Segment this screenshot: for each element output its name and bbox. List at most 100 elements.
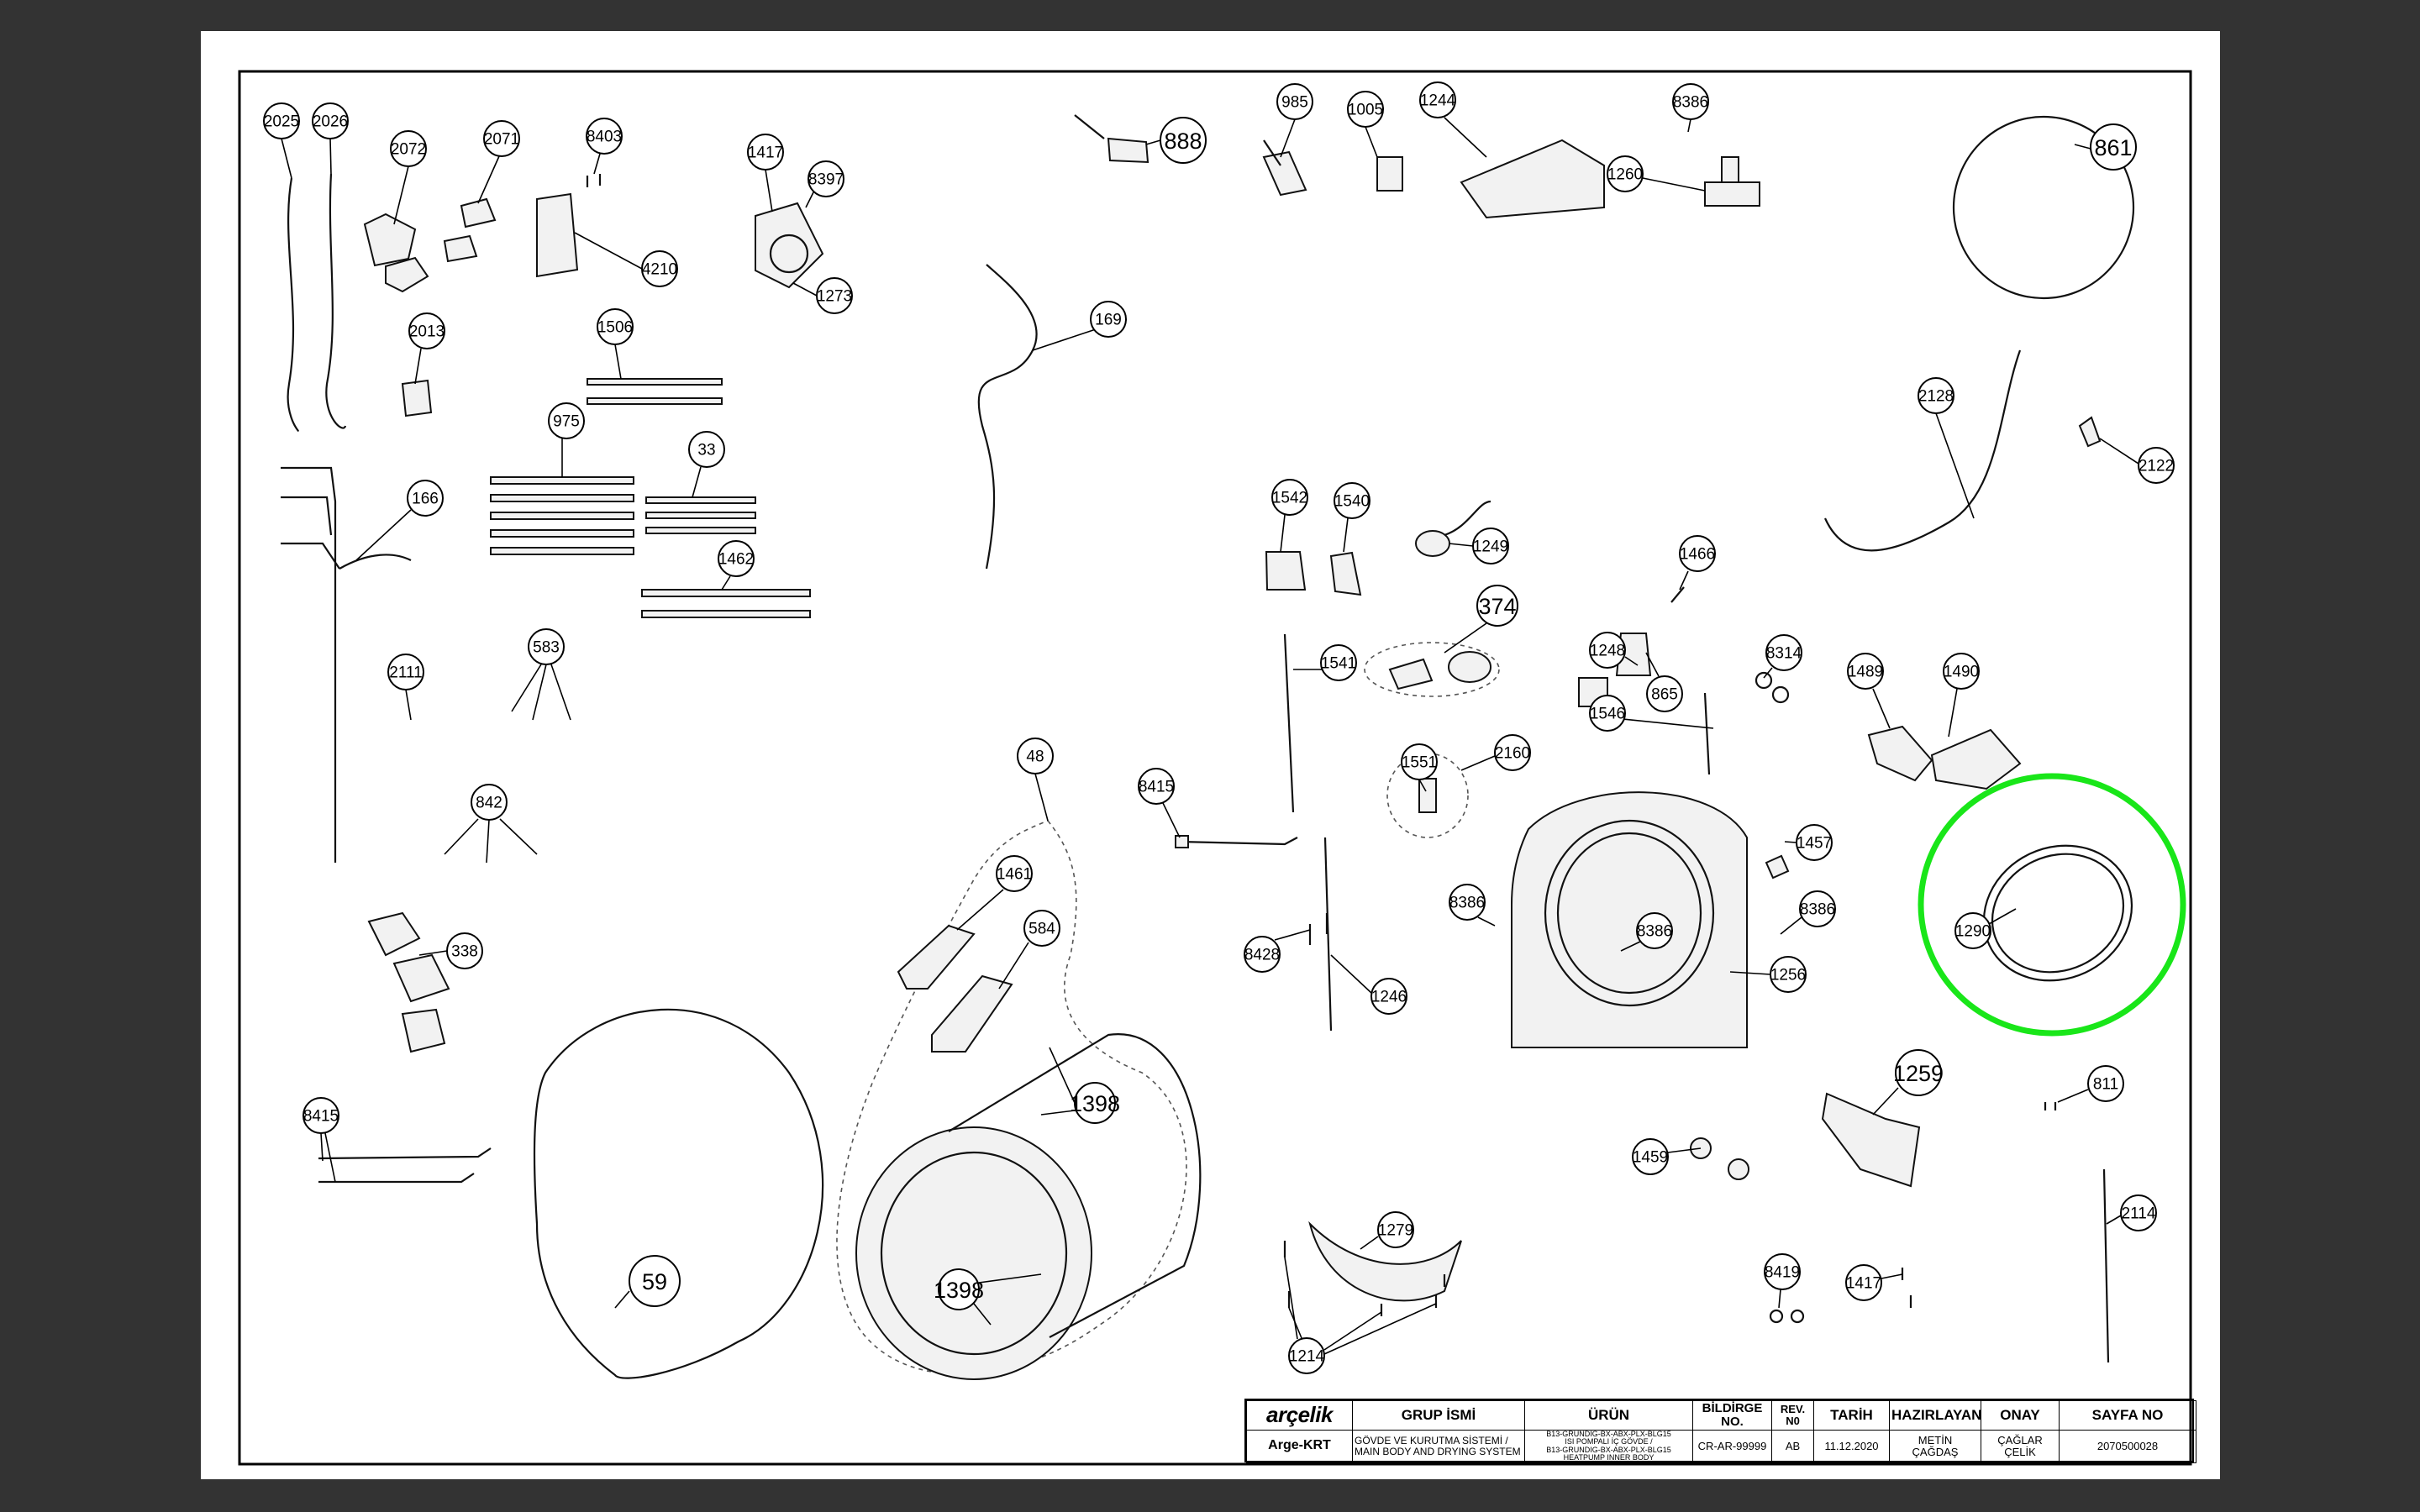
callout-number: 1273 [817,288,852,306]
callout-number: 2025 [264,113,299,131]
callout-number: 8403 [587,129,622,146]
callout-bubble [1334,482,1370,519]
callout-bubble [688,431,725,468]
leader-line [324,1132,336,1183]
callout-number: 584 [1028,921,1055,938]
callout-number: 8386 [1800,901,1835,919]
callout-1540: 1540 [1334,482,1370,553]
callout-bubble [2138,447,2175,484]
callout-number: 1244 [1420,92,1456,110]
callout-number: 1248 [1590,643,1625,660]
callout-bubble [996,855,1033,892]
leader-line [1624,656,1639,666]
leader-line [1280,514,1286,553]
leader-line [1881,1273,1903,1279]
callout-59: 59 [614,1255,681,1309]
callout-number: 8428 [1244,947,1280,964]
callout-bubble [1370,978,1407,1015]
leader-line [1872,1087,1899,1116]
callout-811: 811 [2057,1065,2124,1103]
header-notice: BİLDİRGE NO. [1692,1400,1772,1431]
leader-line [1034,773,1049,822]
callout-2122: 2122 [2099,438,2175,484]
callout-1398: 1398 [934,1268,1042,1326]
callout-number: 59 [642,1269,667,1294]
leader-line [320,1132,324,1162]
callout-bubble [1023,910,1060,947]
callout-number: 8386 [1449,895,1485,912]
leader-line [1778,1289,1781,1309]
callout-1249: 1249 [1448,528,1509,564]
date-value: 11.12.2020 [1813,1430,1890,1463]
callout-1546: 1546 [1589,695,1714,732]
callout-number: 985 [1281,94,1308,112]
callout-number: 374 [1478,594,1516,619]
callout-number: 4210 [642,261,677,279]
callout-bubble [1679,535,1716,572]
callout-1398: 1398 [1040,1047,1120,1124]
callout-bubble [1074,1082,1116,1124]
leader-line [1687,118,1691,133]
leader-line [511,664,542,712]
leader-line [329,138,332,175]
leader-line [978,1273,1042,1284]
callout-865: 865 [1645,652,1683,712]
callout-number: 1246 [1371,989,1407,1006]
callout-bubble [1796,824,1833,861]
leader-line [1780,916,1802,935]
leader-line [593,153,601,175]
callout-bubble [1377,1211,1414,1248]
leader-line [692,466,702,498]
leader-line [1145,139,1161,145]
callout-number: 1506 [597,319,633,337]
callout-1290: 1290 [1954,908,2017,949]
leader-line [550,664,571,721]
header-rev: REV. N0 [1771,1400,1814,1431]
callout-bubble [1138,768,1175,805]
callout-number: 1546 [1590,706,1625,723]
callout-bubble [641,250,678,287]
callout-number: 1398 [934,1278,984,1303]
callout-1551: 1551 [1401,743,1438,792]
callout-33: 33 [688,431,725,498]
callout-1259: 1259 [1872,1049,1944,1116]
callout-1248: 1248 [1589,632,1639,669]
leader-line [1948,688,1958,738]
callout-number: 1214 [1289,1348,1325,1366]
callout-number: 1005 [1348,102,1383,119]
header-approve: ONAY [1981,1400,2060,1431]
leader-line [1343,517,1349,553]
leader-line [499,818,538,855]
callout-1417: 1417 [1845,1264,1903,1301]
leader-line [998,942,1029,990]
callout-number: 1542 [1272,490,1307,507]
callout-number: 888 [1164,129,1202,154]
callout-number: 1461 [997,866,1032,884]
callout-bubble [1799,890,1836,927]
callout-bubble [1320,644,1357,681]
callout-8428: 8428 [1244,929,1311,973]
callout-2026: 2026 [312,102,349,175]
callout-bubble [407,480,444,517]
callout-bubble [2087,1065,2124,1102]
callout-8415: 8415 [302,1097,339,1183]
callout-number: 1249 [1473,538,1508,556]
callout-2114: 2114 [2106,1194,2157,1231]
callout-number: 1290 [1955,923,1991,941]
header-prepared: HAZIRLAYAN [1889,1400,1981,1431]
callout-bubble [1288,1337,1325,1374]
callout-number: 1540 [1334,493,1370,511]
leader-line [444,818,479,855]
leader-line [1418,779,1427,792]
callout-bubble [1472,528,1509,564]
page-number: 2070500028 [2059,1430,2196,1463]
leader-line [1162,802,1181,838]
callout-bubble [390,130,427,167]
callout-1417: 1417 [747,134,784,213]
callout-2111: 2111 [387,654,424,721]
title-block: arçelik GRUP İSMİ ÜRÜN BİLDİRGE NO. REV.… [1244,1399,2196,1463]
callout-8419: 8419 [1764,1253,1801,1309]
callout-bubble [1770,956,1807,993]
callout-584: 584 [998,910,1060,990]
callout-bubble [1160,117,1207,164]
